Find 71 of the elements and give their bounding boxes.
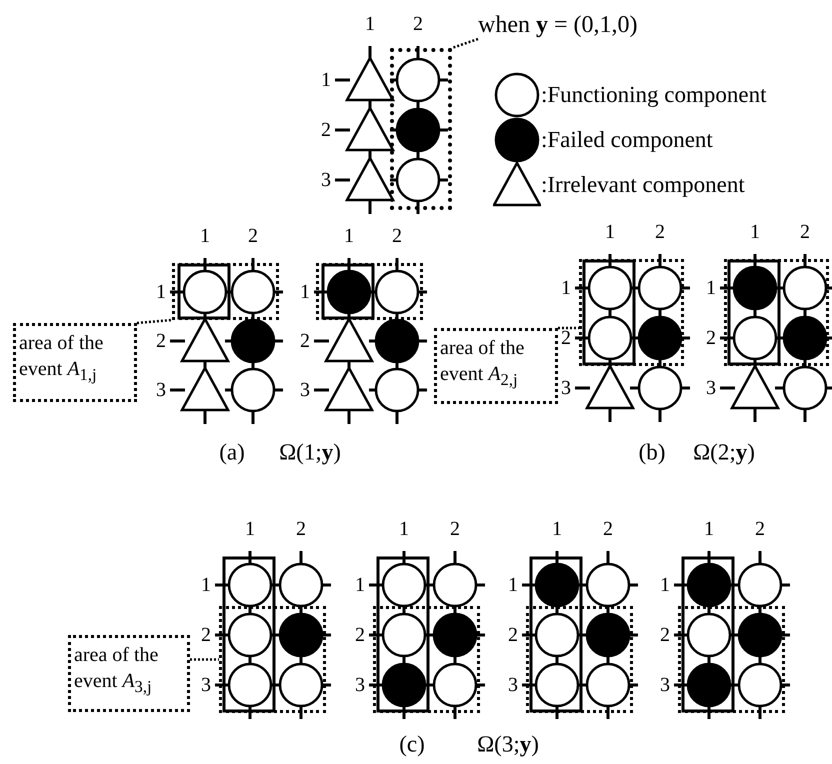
column-number: 1 [704, 519, 714, 539]
column-number: 2 [655, 222, 665, 242]
row-number: 1 [201, 575, 211, 595]
leader-line [452, 38, 478, 50]
column-number: 2 [800, 222, 810, 242]
row-number: 3 [508, 675, 518, 695]
row-number: 2 [321, 120, 331, 140]
row-number: 1 [660, 575, 670, 595]
event-area-outline [724, 259, 829, 366]
column-number: 2 [248, 226, 258, 246]
row-number: 3 [201, 675, 211, 695]
figure-caption: Ω(2;y) [693, 440, 755, 464]
leader-line [136, 318, 172, 324]
row-number: 3 [156, 380, 166, 400]
callout-box: area of the event A$_{1,j}$ [13, 323, 137, 402]
callout-box: area of the event A$_{3,j}$ [68, 635, 190, 712]
row-number: 1 [706, 278, 716, 298]
figure-caption: (a) [219, 440, 245, 464]
row-number: 3 [706, 378, 716, 398]
legend-text: :Functioning component [541, 82, 767, 108]
row-number: 3 [321, 170, 331, 190]
column-number: 2 [296, 519, 306, 539]
row-number: 2 [156, 331, 166, 351]
row-number: 2 [706, 328, 716, 348]
column-number: 1 [750, 222, 760, 242]
row-number: 3 [561, 378, 571, 398]
leader-line [190, 658, 219, 661]
column-number: 2 [755, 519, 765, 539]
figure-caption: Ω(3;y) [477, 732, 539, 756]
row-number: 3 [300, 380, 310, 400]
column-number: 1 [200, 226, 210, 246]
row-number: 2 [355, 625, 365, 645]
row-number: 1 [355, 575, 365, 595]
column-number: 2 [603, 519, 613, 539]
column-number: 2 [392, 226, 402, 246]
event-area-outline [373, 606, 480, 713]
legend-text: :Irrelevant component [541, 172, 745, 198]
legend-text: :Failed component [541, 127, 713, 153]
column-number: 1 [344, 226, 354, 246]
row-number: 2 [201, 625, 211, 645]
leader-line [558, 326, 579, 330]
column-number: 1 [605, 222, 615, 242]
row-number: 2 [508, 625, 518, 645]
condition-label: when y = (0,1,0) [478, 12, 638, 39]
row-number: 2 [300, 331, 310, 351]
row-number: 3 [660, 675, 670, 695]
row-number: 2 [561, 328, 571, 348]
figure-caption: Ω(1;y) [279, 440, 341, 464]
figure-caption: (b) [638, 440, 666, 464]
row-number: 2 [660, 625, 670, 645]
column-number: 1 [365, 14, 375, 34]
column-number: 1 [399, 519, 409, 539]
row-number: 1 [156, 282, 166, 302]
row-number: 3 [355, 675, 365, 695]
column-number: 2 [450, 519, 460, 539]
figure-caption: (c) [399, 732, 425, 756]
event-area-outline [219, 606, 326, 713]
event-area-outline [678, 606, 785, 713]
event-area-outline [390, 48, 452, 210]
row-number: 1 [321, 70, 331, 90]
event-area-outline [579, 259, 684, 366]
event-area-outline [526, 606, 633, 713]
column-number: 1 [245, 519, 255, 539]
row-number: 1 [508, 575, 518, 595]
row-number: 1 [561, 278, 571, 298]
event-area-outline [316, 263, 423, 320]
event-area-outline [172, 263, 279, 320]
row-number: 1 [300, 282, 310, 302]
column-number: 2 [413, 14, 423, 34]
callout-box: area of the event A$_{2,j}$ [434, 328, 558, 404]
column-number: 1 [552, 519, 562, 539]
